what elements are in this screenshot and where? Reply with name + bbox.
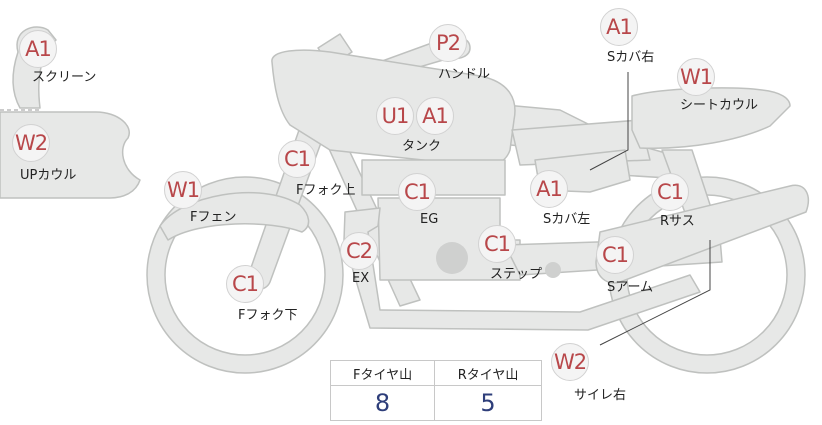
label-upper-cowl: UPカウル (20, 168, 77, 183)
label-front-fork-upper: Fフォク上 (296, 183, 356, 198)
label-front-fender: Fフェン (190, 210, 237, 225)
label-exhaust: EX (352, 271, 370, 286)
code-badge-engine: C1 (398, 173, 436, 211)
tire-tread-table: Fタイヤ山 Rタイヤ山 8 5 (329, 360, 542, 421)
code-badge-step: C1 (478, 225, 516, 263)
label-screen: スクリーン (32, 70, 97, 85)
label-handlebar: ハンドル (438, 67, 491, 82)
code-badge-front-fork-upper: C1 (278, 140, 316, 178)
code-badge-screen: A1 (19, 30, 57, 68)
label-side-cover-right: Sカバ右 (607, 50, 655, 65)
exhaust-part (343, 207, 701, 331)
label-step: ステップ (490, 267, 543, 282)
code-badge-tank-2: A1 (416, 97, 454, 135)
label-muffler-right: サイレ右 (574, 388, 627, 403)
front-tread-value: 8 (329, 385, 436, 421)
label-engine: EG (420, 212, 439, 227)
muffler-part (595, 184, 810, 284)
label-tank: タンク (402, 139, 442, 154)
label-side-cover-left: Sカバ左 (543, 212, 591, 227)
code-badge-side-cover-right: A1 (600, 8, 638, 46)
code-badge-exhaust: C2 (340, 232, 378, 270)
label-swing-arm: Sアーム (607, 280, 654, 295)
engine-part (361, 159, 506, 196)
rear-tread-header: Rタイヤ山 (434, 360, 542, 386)
code-badge-handlebar: P2 (429, 24, 467, 62)
code-badge-upper-cowl: W2 (12, 124, 50, 162)
code-badge-front-fork-lower: C1 (226, 265, 264, 303)
front-fender-part (159, 192, 310, 241)
code-badge-swing-arm: C1 (596, 236, 634, 274)
front-tread-header: Fタイヤ山 (329, 360, 436, 386)
code-badge-tank-1: U1 (376, 97, 414, 135)
label-seat-cowl: シートカウル (680, 98, 759, 113)
code-badge-side-cover-left: A1 (530, 170, 568, 208)
label-front-fork-lower: Fフォク下 (238, 308, 298, 323)
code-badge-muffler-right: W2 (551, 343, 589, 381)
label-rear-suspension: Rサス (660, 214, 695, 229)
code-badge-seat-cowl: W1 (677, 58, 715, 96)
code-badge-rear-suspension: C1 (651, 173, 689, 211)
rear-tread-value: 5 (434, 385, 542, 421)
code-badge-front-fender: W1 (164, 171, 202, 209)
